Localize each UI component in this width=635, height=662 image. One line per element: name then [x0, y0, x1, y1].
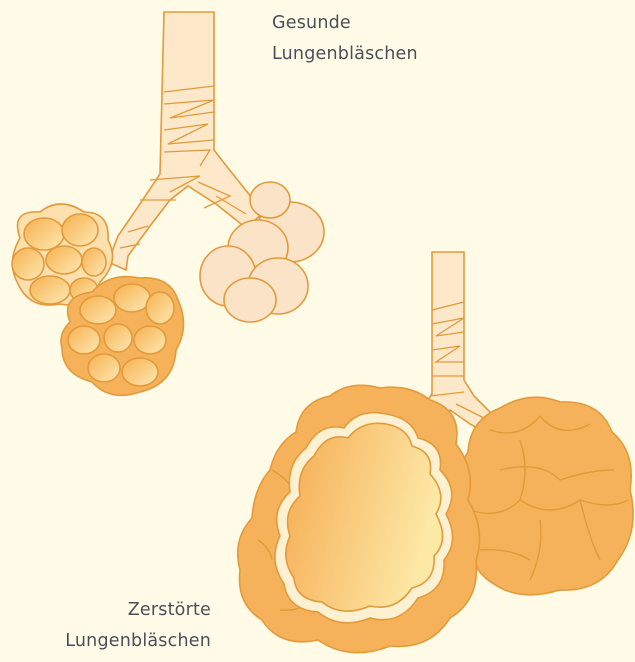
healthy-label-line1: Gesunde — [272, 8, 418, 39]
destroyed-alveoli-left — [238, 385, 480, 652]
destroyed-alveoli-right — [458, 397, 634, 595]
destroyed-label: Zerstörte Lungenbläschen — [65, 595, 211, 657]
healthy-label: Gesunde Lungenbläschen — [272, 8, 418, 70]
healthy-label-line2: Lungenbläschen — [272, 39, 418, 70]
healthy-alveoli-lower — [61, 277, 184, 396]
destroyed-label-line1: Zerstörte — [65, 595, 211, 626]
destroyed-label-line2: Lungenbläschen — [65, 626, 211, 657]
